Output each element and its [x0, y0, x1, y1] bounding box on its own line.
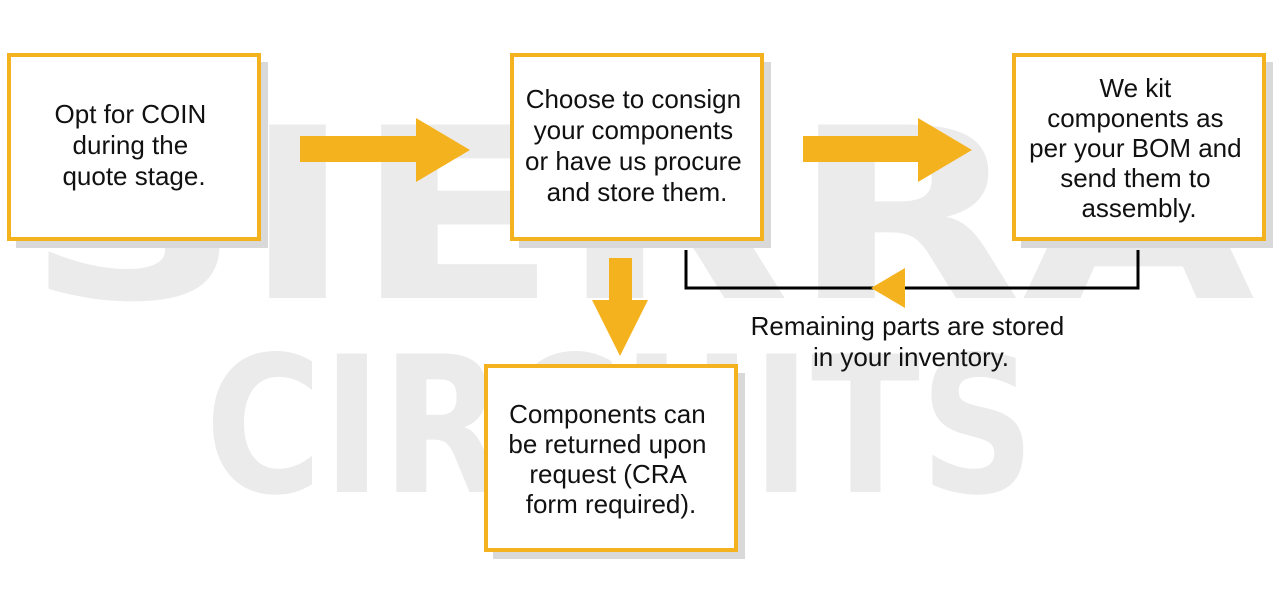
step-line: form required).	[526, 489, 697, 519]
step-box-frame	[510, 53, 764, 241]
step-line: Opt for COIN	[55, 99, 207, 129]
step-box-frame	[7, 53, 261, 241]
step-box-frame	[1012, 53, 1266, 241]
return-connector-line	[684, 250, 1140, 290]
step-line: assembly.	[1081, 193, 1196, 223]
step-line: or have us procure	[525, 146, 742, 176]
step-line: Components can	[509, 399, 706, 429]
note-line: in your inventory.	[813, 342, 1009, 372]
arrow-right-icon	[803, 118, 972, 182]
step-box-return: Components can be returned upon request …	[484, 364, 745, 559]
step-line: per your BOM and	[1029, 133, 1241, 163]
arrow-down-icon	[592, 258, 648, 356]
step-line: quote stage.	[62, 161, 205, 191]
step-line: and store them.	[547, 177, 728, 207]
step-line: your components	[534, 115, 733, 145]
step-text-kit: We kit components as per your BOM and se…	[1029, 73, 1249, 223]
step-line: request (CRA	[529, 459, 687, 489]
step-line: We kit	[1100, 73, 1173, 103]
arrow-right-icon	[300, 118, 470, 182]
step-box-opt-coin: Opt for COIN during the quote stage.	[7, 53, 268, 248]
step-box-frame	[484, 364, 738, 552]
note-line: Remaining parts are stored	[751, 311, 1065, 341]
step-line: components as	[1047, 103, 1223, 133]
step-line: during the	[73, 130, 189, 160]
step-text-opt-coin: Opt for COIN during the quote stage.	[55, 99, 214, 191]
inventory-note: Remaining parts are stored in your inven…	[751, 311, 1072, 372]
step-line: be returned upon	[508, 429, 706, 459]
step-text-return: Components can be returned upon request …	[508, 399, 713, 519]
step-box-kit: We kit components as per your BOM and se…	[1012, 53, 1273, 248]
step-text-consign: Choose to consign your components or hav…	[525, 84, 749, 207]
step-box-consign: Choose to consign your components or hav…	[510, 53, 771, 248]
step-line: send them to	[1060, 163, 1210, 193]
step-line: Choose to consign	[526, 84, 741, 114]
arrow-left-icon	[871, 268, 905, 308]
